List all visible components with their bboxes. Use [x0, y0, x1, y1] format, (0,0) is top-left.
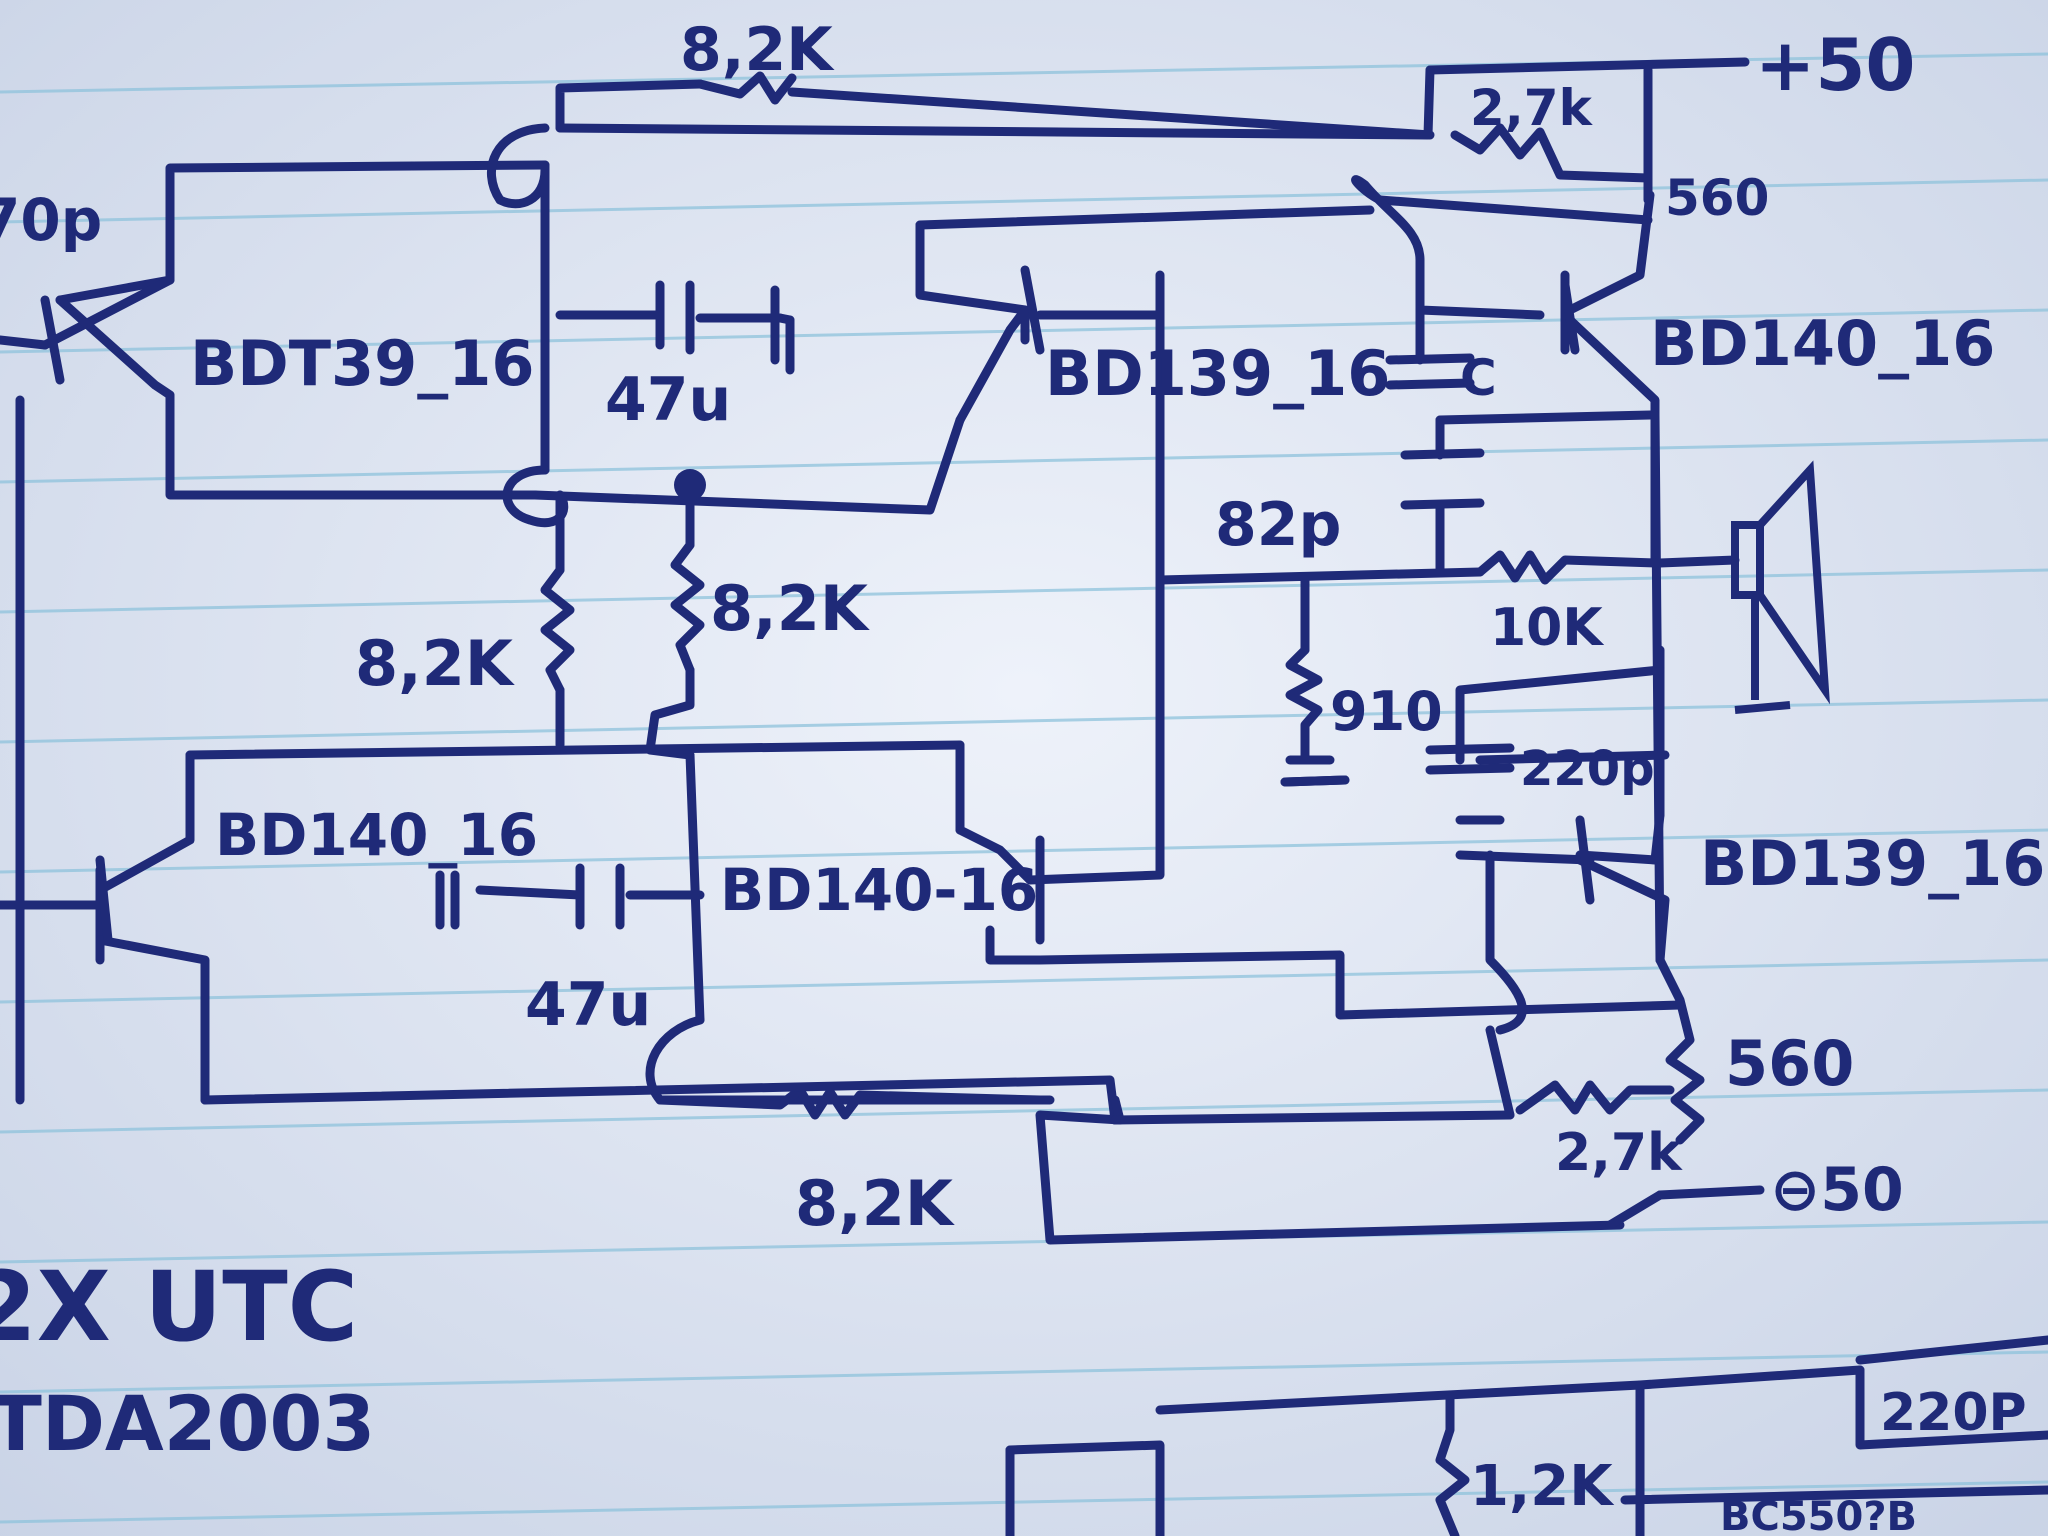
- resistor-label-10k: 10K: [1490, 598, 1604, 658]
- transistor-label-q4: BD140_16: [215, 801, 538, 869]
- capacitor-plate: [1400, 448, 1485, 460]
- transistor-base-bar-q2: [1020, 265, 1045, 355]
- capacitor-plate: [1385, 378, 1475, 390]
- capacitor-plate: [1385, 353, 1475, 365]
- circuit-wires: [0, 57, 2048, 1536]
- note-line-2: TDA2003: [0, 1379, 375, 1468]
- resistor-label-bottom: 8,2K: [795, 1167, 955, 1240]
- resistor-label-560-top: 560: [1665, 169, 1769, 227]
- resistor-label-top: 8,2K: [680, 15, 835, 85]
- capacitor-label-upper: 47u: [605, 365, 731, 435]
- transistor-label-q6: BD139_16: [1700, 827, 2045, 900]
- capacitor-label-c: C: [1460, 349, 1497, 407]
- capacitor-plate: [1425, 763, 1515, 775]
- transistor-base-bar-q6: [1575, 815, 1595, 905]
- note-line-1: 2X UTC: [0, 1251, 358, 1363]
- transistor-base-bar-q3: [1560, 280, 1580, 355]
- capacitor-plate: [1400, 498, 1485, 510]
- resistor-label-mid: 8,2K: [710, 572, 870, 645]
- partial-margin-note: 70p: [0, 186, 102, 254]
- ground-icon: [1280, 775, 1350, 787]
- capacitor-label-220p: 220p: [1520, 741, 1655, 797]
- transistor-label-q2: BD139_16: [1045, 337, 1390, 410]
- positive-rail-label: +50: [1755, 23, 1916, 107]
- resistor-label-12k: 1,2K: [1470, 1454, 1615, 1519]
- transistor-label-q5: BD140-16: [720, 856, 1038, 924]
- transistor-base-bar-q4: [95, 855, 113, 945]
- resistor-label-910: 910: [1330, 680, 1443, 743]
- transistor-label-q3: BD140_16: [1650, 307, 1995, 380]
- resistor-label-left: 8,2K: [355, 627, 515, 700]
- transistor-base-bar-q1: [40, 295, 65, 385]
- resistor-label-27k-top: 2,7k: [1470, 79, 1594, 137]
- capacitor-plate: [1425, 743, 1515, 755]
- negative-rail-label: ⊖50: [1770, 1155, 1904, 1225]
- junction-dot: [674, 469, 706, 501]
- speaker-icon: [1731, 460, 1830, 714]
- capacitor-label-lower: 47u: [525, 970, 651, 1040]
- capacitor-label-82p: 82p: [1215, 490, 1341, 560]
- resistor-label-560-bottom: 560: [1725, 1027, 1854, 1100]
- transistor-label-q1: BDT39_16: [190, 327, 535, 400]
- resistor-label-27k-bottom: 2,7k: [1555, 1123, 1683, 1183]
- bottom-partial-label: BC550?B: [1720, 1494, 1917, 1536]
- capacitor-label-220p-partial: 220P: [1880, 1383, 2027, 1443]
